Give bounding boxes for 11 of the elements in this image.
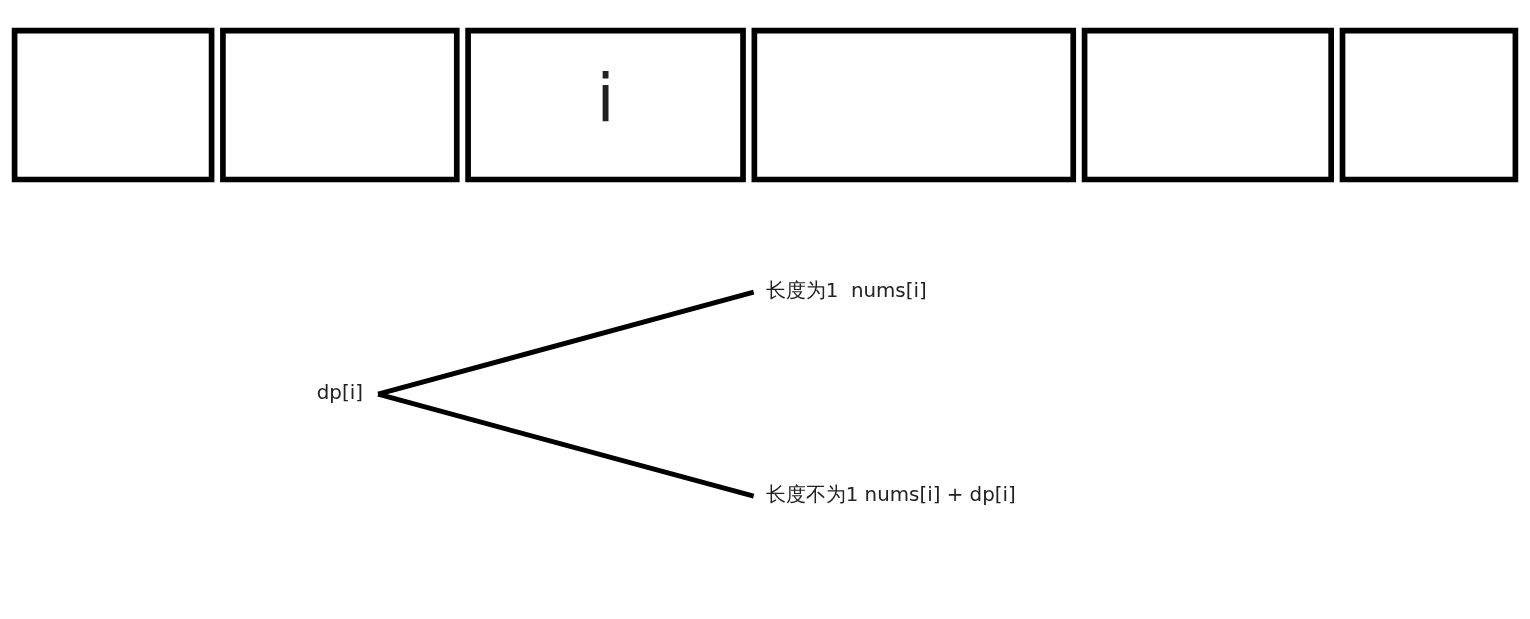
connector [377,391,755,499]
node-text: 长度不为1 nums[i] + dp[i] [765,483,1016,507]
node-box [751,27,1077,183]
node-box [220,27,460,183]
connector [377,289,755,397]
node-box [1339,27,1519,183]
node-text: 长度为1 nums[i] [765,279,927,303]
node-box [1081,27,1334,183]
node-text: dp[i] [316,381,363,405]
node-box: i [465,27,746,183]
node-box [11,27,215,183]
